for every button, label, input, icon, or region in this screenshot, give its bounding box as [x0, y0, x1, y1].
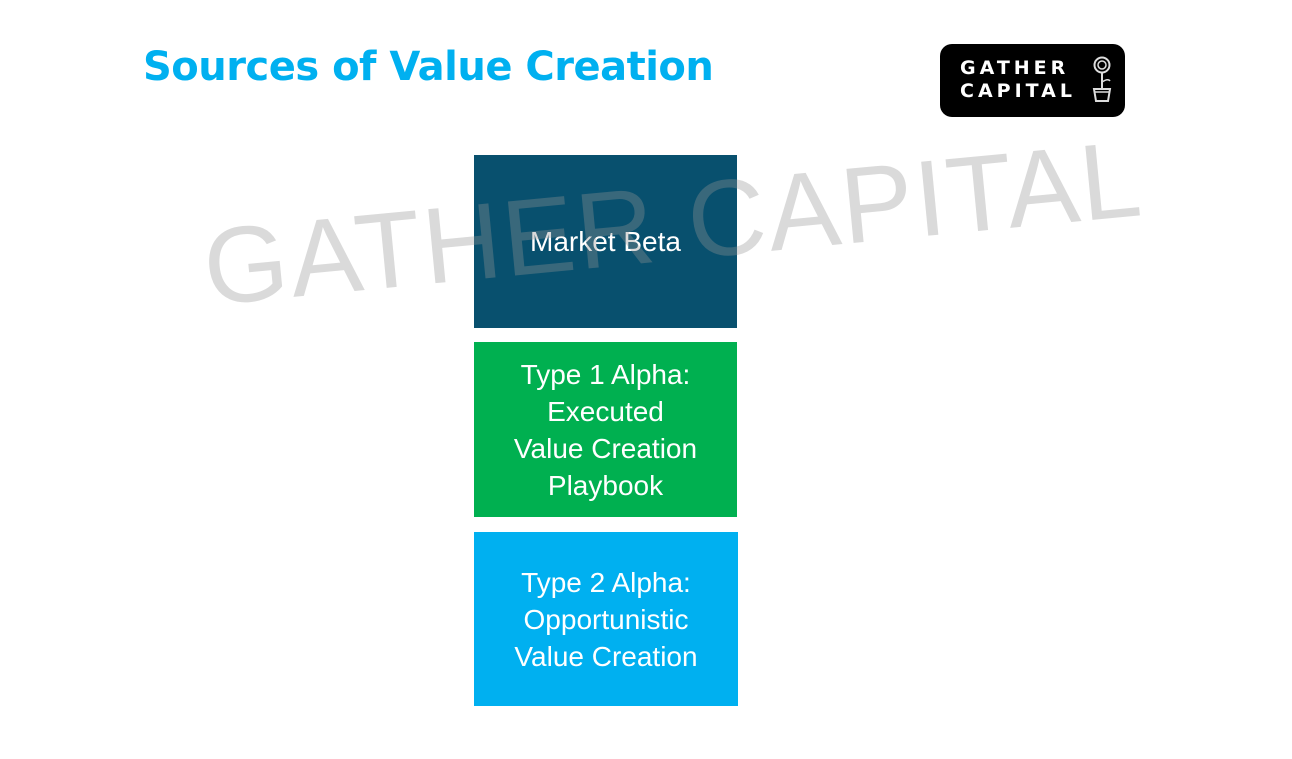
box-line: Type 1 Alpha: [520, 358, 691, 390]
type-1-alpha-box: Type 1 Alpha: Executed Value Creation Pl… [474, 342, 737, 517]
market-beta-box: Market Beta [474, 155, 737, 328]
box-line: Playbook [547, 469, 664, 501]
flower-pot-dollar-icon [1092, 56, 1112, 102]
box-line: Market Beta [530, 226, 681, 257]
box-line: Value Creation [514, 640, 698, 672]
box-line: Executed [547, 395, 664, 427]
box-line: Value Creation [513, 432, 698, 464]
logo-text: GATHER CAPITAL [960, 57, 1076, 103]
box-line: Opportunistic [523, 603, 689, 635]
logo-line-1: GATHER [960, 57, 1070, 79]
gather-capital-logo: GATHER CAPITAL [940, 44, 1125, 117]
logo-line-2: CAPITAL [960, 80, 1076, 102]
box-line: Type 2 Alpha: [521, 566, 691, 598]
type-2-alpha-box: Type 2 Alpha: Opportunistic Value Creati… [474, 532, 738, 706]
page-title: Sources of Value Creation [143, 44, 714, 90]
